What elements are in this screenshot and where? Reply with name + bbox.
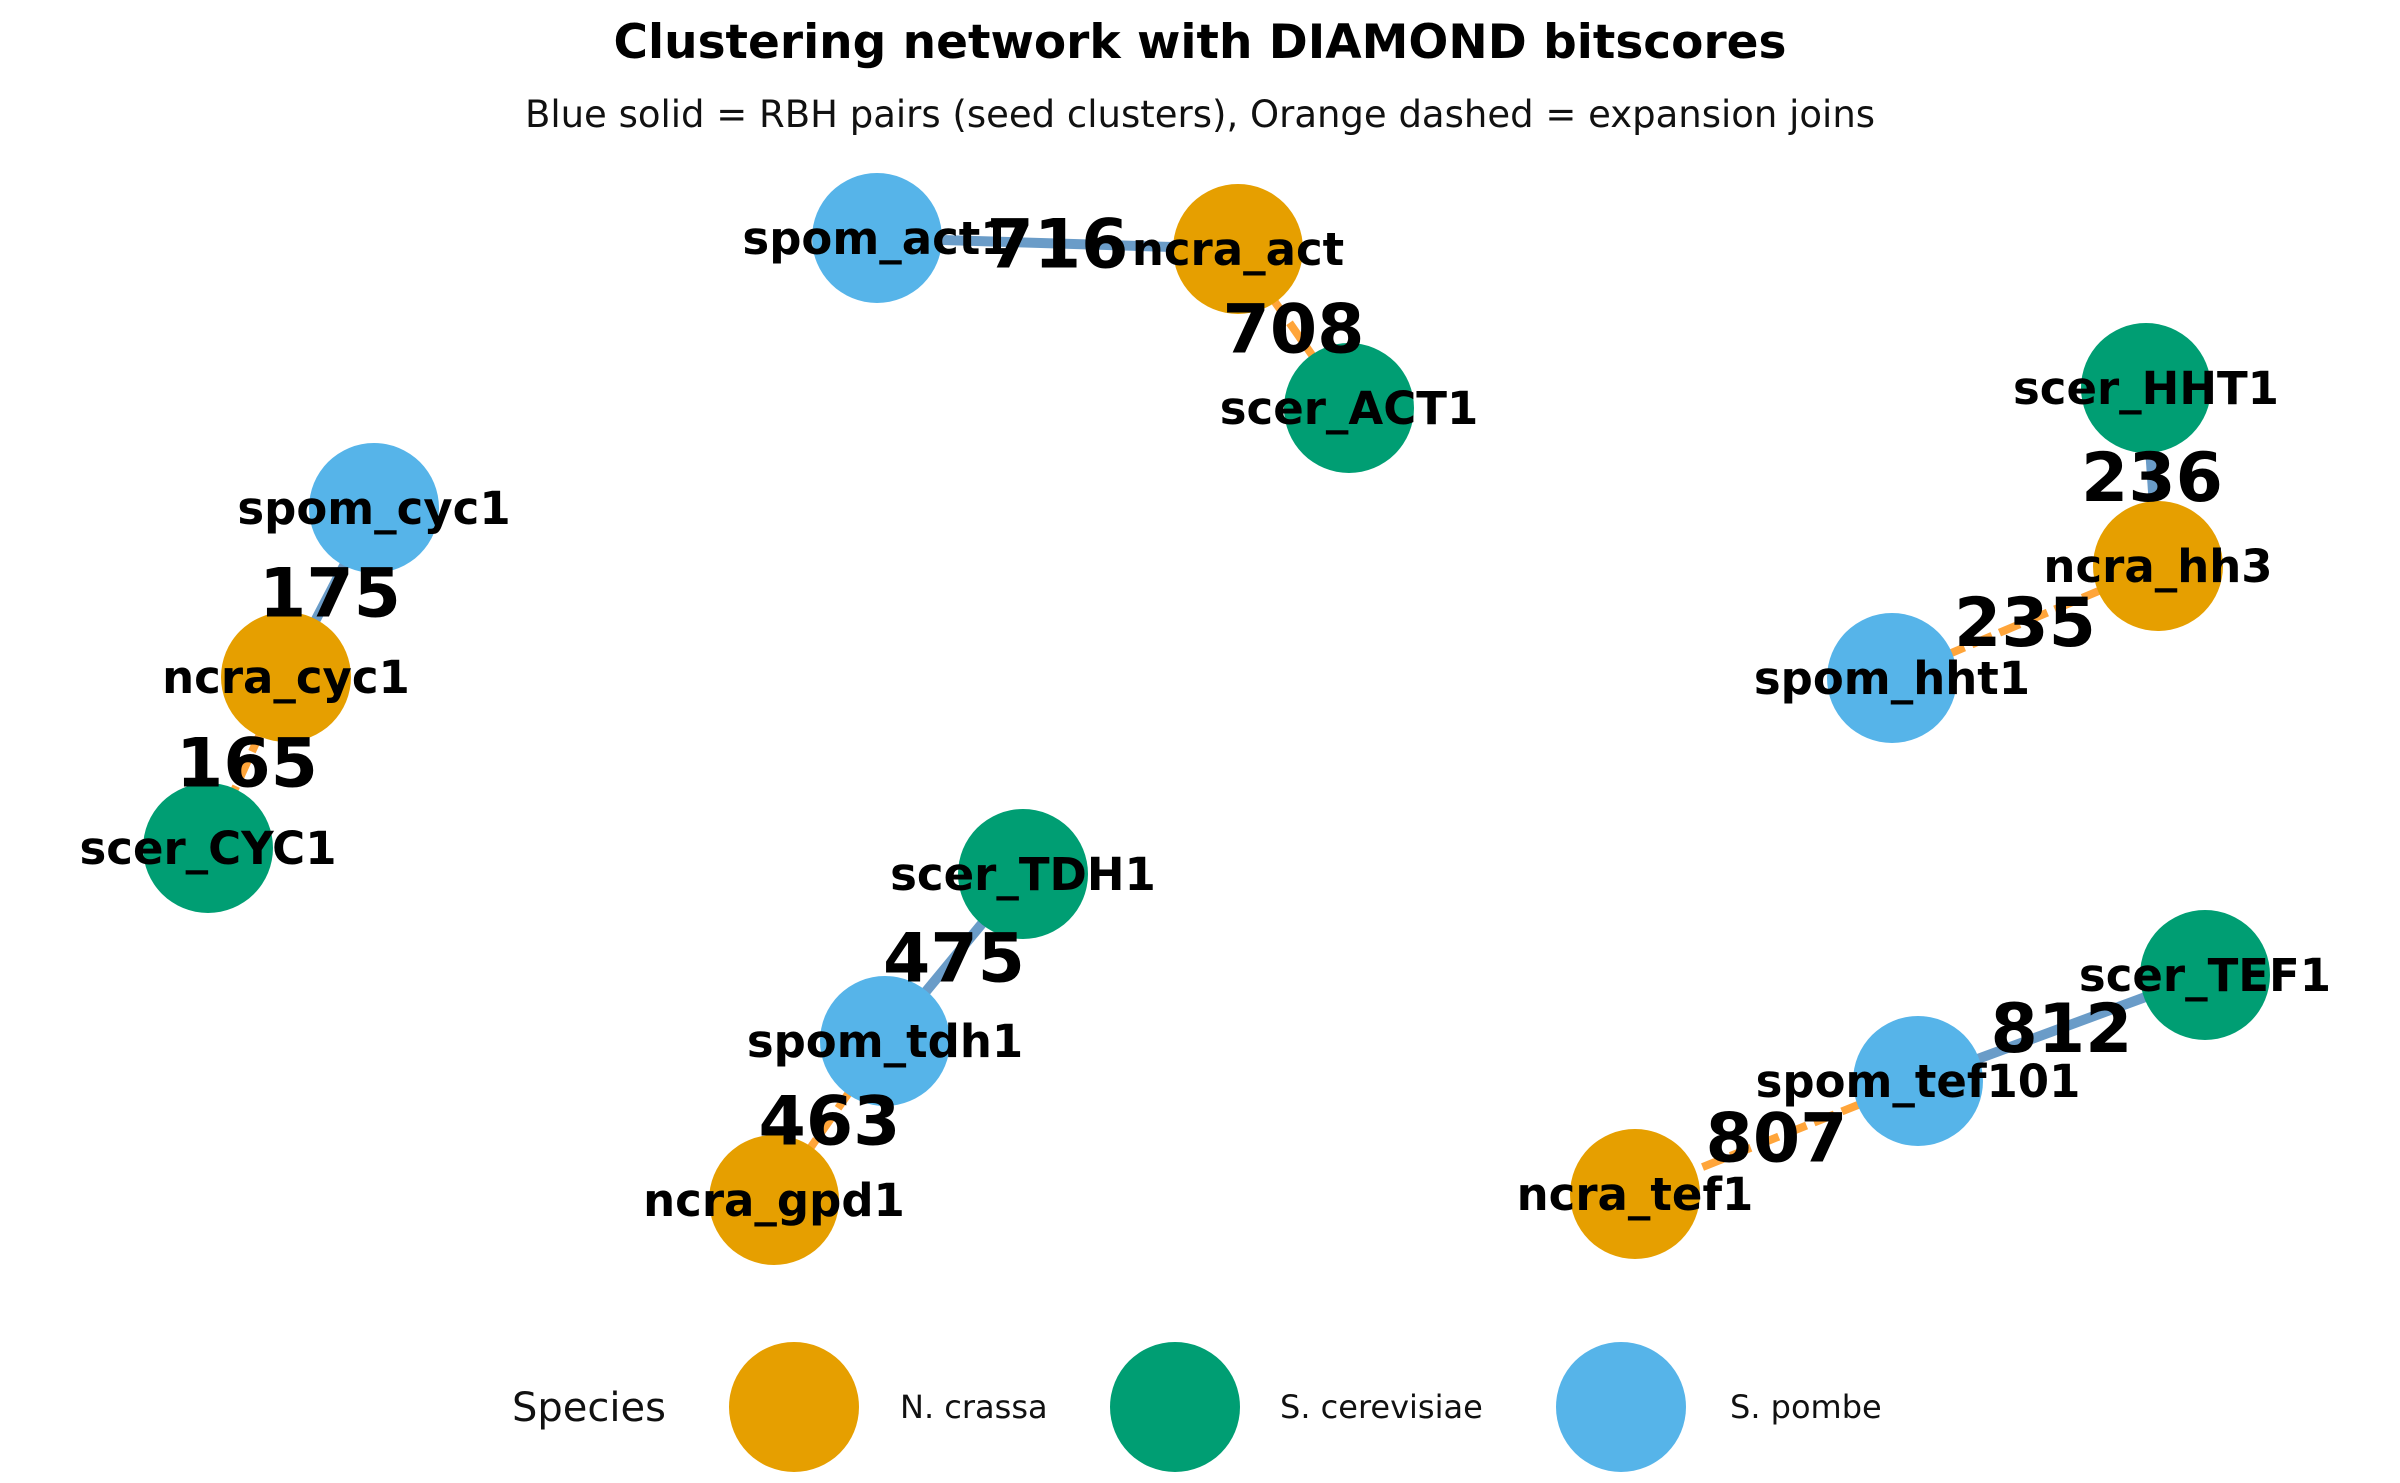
node-spom_cyc1[interactable] <box>309 443 439 573</box>
node-label: scer_TDH1 <box>890 848 1156 901</box>
edge-bitscore-label: 708 <box>1223 291 1365 370</box>
node-spom_tdh1[interactable] <box>820 976 950 1106</box>
edge-bitscore-label: 812 <box>1991 990 2133 1069</box>
node-spom_tef101[interactable] <box>1853 1016 1983 1146</box>
legend-marker-s-cerevisiae <box>1110 1342 1240 1472</box>
nodes-layer <box>143 173 2270 1265</box>
node-label: scer_CYC1 <box>79 822 336 875</box>
node-scer_HHT1[interactable] <box>2081 323 2211 453</box>
edge-bitscore-label: 716 <box>987 206 1129 285</box>
node-spom_act1[interactable] <box>812 173 942 303</box>
chart-subtitle: Blue solid = RBH pairs (seed clusters), … <box>525 93 1875 136</box>
edge-bitscore-label: 165 <box>176 725 318 804</box>
legend-label-s-cerevisiae: S. cerevisiae <box>1280 1388 1483 1426</box>
node-label: spom_act1 <box>742 212 1011 265</box>
edge-bitscore-label: 235 <box>1954 584 2096 663</box>
node-label: ncra_cyc1 <box>162 651 410 704</box>
legend-marker-n-crassa <box>729 1342 859 1472</box>
node-label: scer_TEF1 <box>2079 949 2331 1002</box>
node-label: spom_cyc1 <box>237 482 510 535</box>
node-ncra_act[interactable] <box>1173 184 1303 314</box>
node-ncra_hh3[interactable] <box>2093 501 2223 631</box>
edge-bitscore-label: 175 <box>259 555 401 634</box>
node-scer_CYC1[interactable] <box>143 783 273 913</box>
edge-bitscore-label: 807 <box>1706 1100 1848 1179</box>
node-label: ncra_act <box>1132 223 1344 276</box>
legend-title: Species <box>512 1385 666 1431</box>
node-ncra_tef1[interactable] <box>1570 1129 1700 1259</box>
node-ncra_cyc1[interactable] <box>221 612 351 742</box>
node-label: scer_ACT1 <box>1220 382 1479 435</box>
node-label: spom_tdh1 <box>747 1015 1023 1068</box>
node-scer_ACT1[interactable] <box>1284 343 1414 473</box>
legend-marker-s-pombe <box>1556 1342 1686 1472</box>
node-label: scer_HHT1 <box>2013 362 2279 415</box>
node-ncra_gpd1[interactable] <box>709 1135 839 1265</box>
node-label: spom_tef101 <box>1756 1055 2081 1108</box>
edge-bitscore-label: 475 <box>883 920 1025 999</box>
node-spom_hht1[interactable] <box>1827 613 1957 743</box>
edge-bitscore-label: 463 <box>759 1083 901 1162</box>
node-label: spom_hht1 <box>1754 652 2030 705</box>
edge-labels-layer: 716 708 236 235 175 165 475 463 812 807 <box>176 206 2223 1179</box>
node-label: ncra_tef1 <box>1517 1168 1754 1221</box>
legend-label-s-pombe: S. pombe <box>1730 1388 1882 1426</box>
legend-label-n-crassa: N. crassa <box>900 1388 1048 1426</box>
node-scer_TDH1[interactable] <box>958 809 1088 939</box>
chart-title: Clustering network with DIAMOND bitscore… <box>614 15 1787 70</box>
node-label: ncra_gpd1 <box>643 1174 905 1227</box>
node-label: ncra_hh3 <box>2043 540 2272 593</box>
edge-bitscore-label: 236 <box>2081 439 2223 518</box>
legend: Species N. crassa S. cerevisiae S. pombe <box>512 1342 1882 1472</box>
node-labels-layer: spom_act1 ncra_act scer_ACT1 scer_HHT1 ncra_… <box>79 212 2331 1227</box>
node-scer_TEF1[interactable] <box>2140 910 2270 1040</box>
